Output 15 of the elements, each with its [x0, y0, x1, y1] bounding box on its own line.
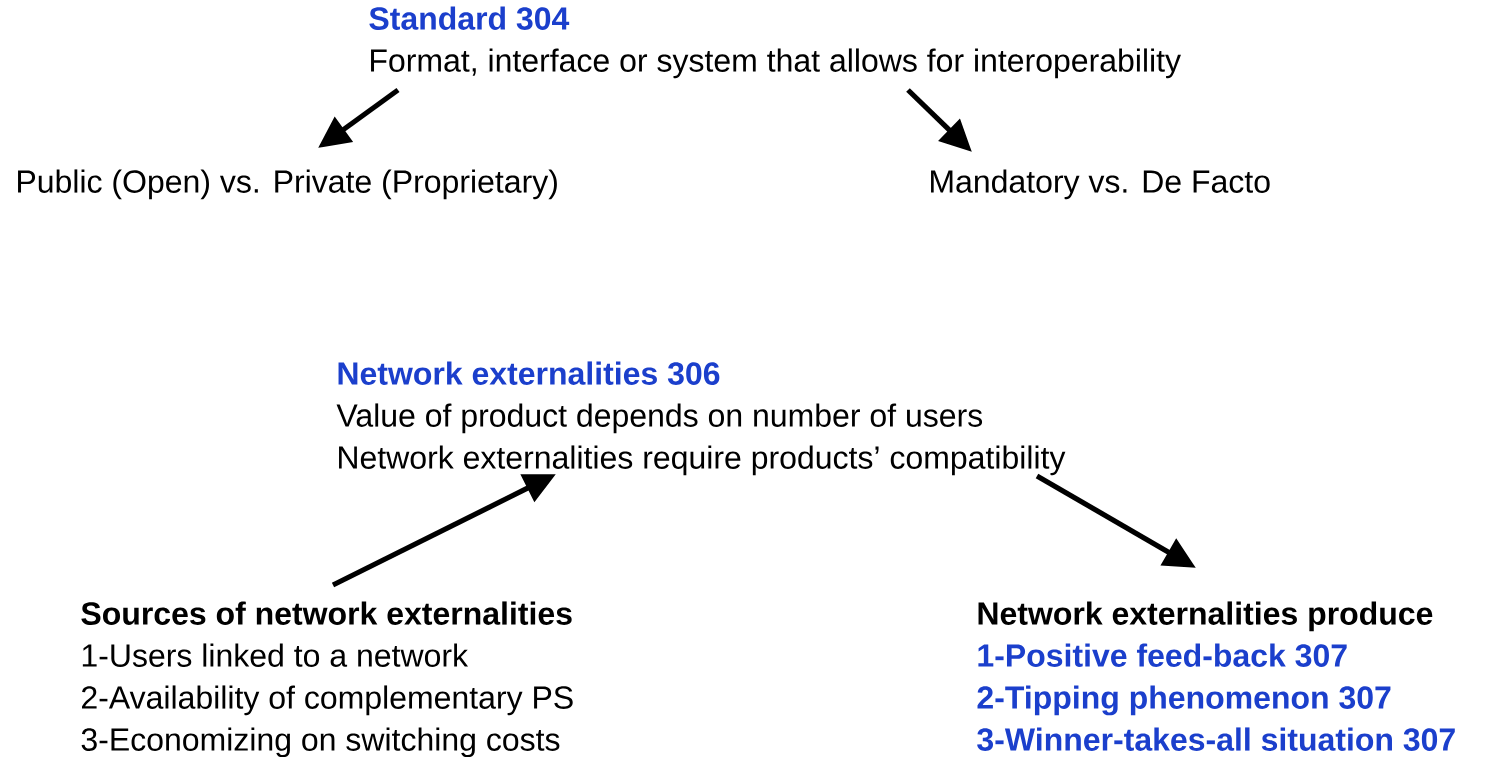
body-text: Public (Open) vs. Private (Proprietary) — [18, 169, 557, 200]
heading-text: Standard 304 — [369, 6, 570, 30]
list-item: 2-Tipping phenomenon 307 — [977, 685, 1391, 716]
heading-text: Sources of network externalities — [81, 601, 572, 625]
body-text: Format, interface or system that allows for interoperability — [371, 48, 1181, 79]
body-text: Mandatory vs. De Facto — [931, 169, 1270, 200]
heading-text: Network externalities 306 — [338, 361, 720, 385]
list-item: 1-Positive feed-back 307 — [978, 643, 1347, 667]
list-item: 3-Economizing on switching costs — [81, 727, 560, 757]
body-text: Network externalities require products’ compatibility — [339, 445, 1066, 476]
heading-text: Network externalities produce — [978, 601, 1433, 632]
list-item: 1-Users linked to a network — [82, 643, 469, 667]
list-item: 3-Winner-takes-all situation 307 — [977, 727, 1455, 751]
body-text: Value of product depends on number of users — [336, 403, 983, 434]
list-item: 2-Availability of complementary PS — [82, 685, 573, 716]
